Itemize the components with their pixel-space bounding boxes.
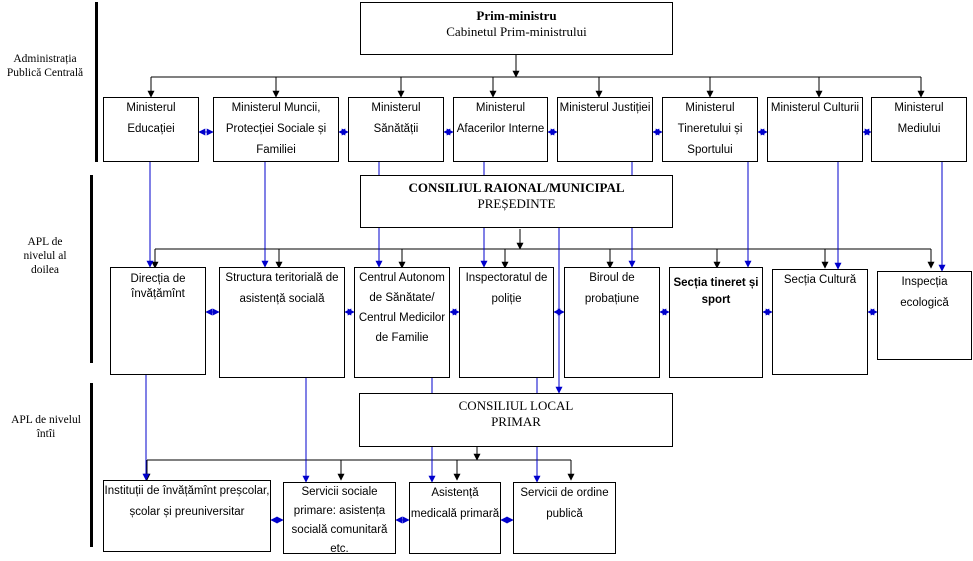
unit-police: Inspectoratul de poliție [459, 267, 554, 378]
unit-education-directorate: Direcția de învățămînt [110, 267, 206, 375]
central-level-bar [95, 2, 98, 162]
level1-label: APL de nivelul întîi [11, 414, 81, 440]
local-council-title: CONSILIUL LOCAL [458, 398, 574, 413]
district-council-title: CONSILIUL RAIONAL/MUNICIPAL [408, 180, 625, 195]
ministry-labour: Ministerul Muncii, Protecției Sociale și… [213, 97, 339, 162]
local-education-institutions: Instituții de învățămînt preșcolar, școl… [103, 480, 271, 552]
district-council-box: CONSILIUL RAIONAL/MUNICIPAL PREȘEDINTE [360, 175, 673, 228]
unit-culture: Secția Cultură [772, 269, 868, 375]
ministry-youth: Ministerul Tineretului și Sportului [662, 97, 758, 162]
level2-label: APL de nivelul al doilea [23, 236, 67, 276]
ministry-culture: Ministerul Culturii [767, 97, 863, 162]
ministry-education: Ministerul Educației [103, 97, 199, 162]
unit-ecology-inspection: Inspecția ecologică [877, 271, 972, 360]
local-council-mayor: PRIMAR [491, 414, 541, 429]
unit-social-assistance: Structura teritorială de asistență socia… [219, 267, 345, 378]
prime-minister-box: Prim-ministru Cabinetul Prim-ministrului [360, 2, 673, 55]
district-council-president: PREȘEDINTE [477, 196, 556, 211]
prime-minister-cabinet: Cabinetul Prim-ministrului [446, 24, 587, 39]
unit-probation: Biroul de probațiune [564, 267, 660, 378]
ministry-justice: Ministerul Justiției [557, 97, 653, 162]
ministry-environment: Ministerul Mediului [871, 97, 967, 162]
local-primary-care: Asistență medicală primară [409, 482, 501, 554]
level1-bar [90, 383, 93, 547]
level2-bar [90, 175, 93, 363]
local-public-order: Servicii de ordine publică [513, 482, 616, 554]
unit-youth-sport: Secția tineret și sport [669, 267, 763, 378]
central-level-label: Administrația Publică Centrală [6, 53, 84, 79]
prime-minister-title: Prim-ministru [476, 8, 557, 23]
ministry-interior: Ministerul Afacerilor Interne [453, 97, 548, 162]
unit-health-centre: Centrul Autonom de Sănătate/ Centrul Med… [354, 267, 450, 378]
local-social-services: Servicii sociale primare: asistența soci… [283, 482, 396, 554]
local-council-box: CONSILIUL LOCAL PRIMAR [359, 393, 673, 447]
ministry-health: Ministerul Sănătății [348, 97, 444, 162]
